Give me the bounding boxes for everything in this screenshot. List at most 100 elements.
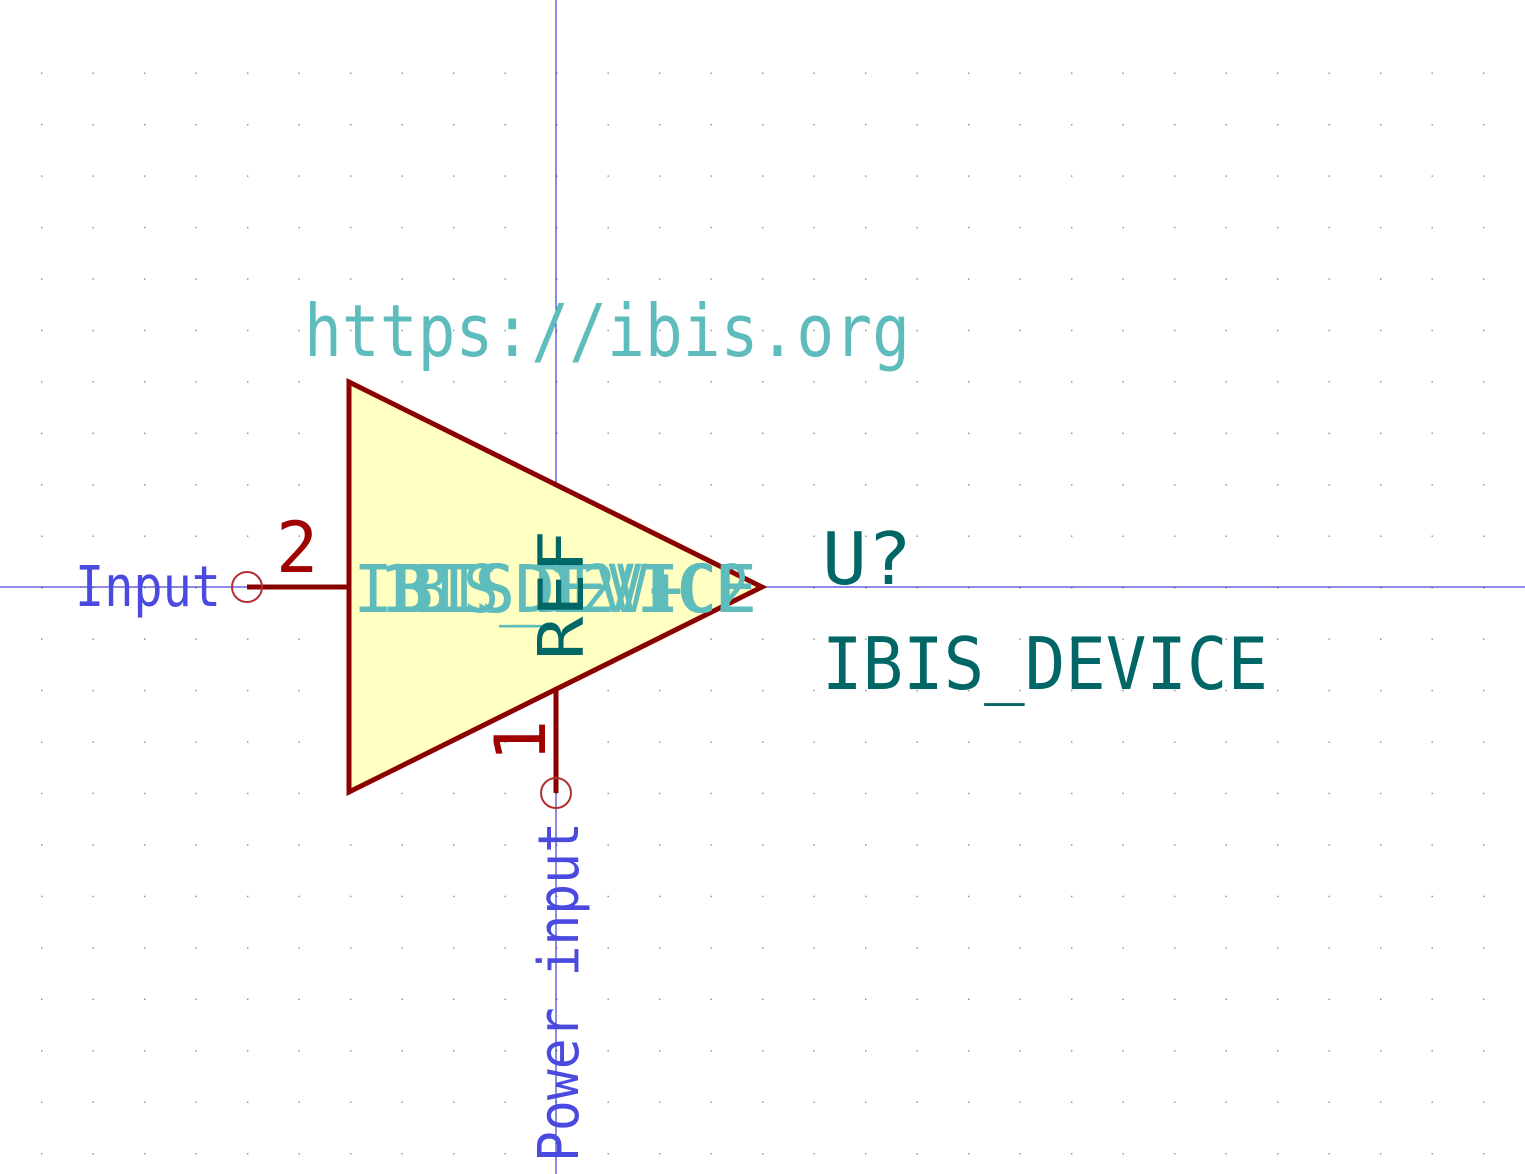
grid-dot [1225, 278, 1227, 280]
grid-dot [298, 226, 300, 229]
grid-dot [1019, 226, 1021, 229]
grid-dot [916, 175, 918, 177]
grid-dot [1380, 124, 1382, 126]
grid-dot [1431, 1101, 1433, 1103]
grid-dot [1483, 1050, 1485, 1052]
amplifier-body[interactable] [346, 377, 768, 797]
grid-dot [1122, 329, 1124, 332]
grid-dot [144, 432, 146, 434]
grid-dot [813, 226, 815, 229]
grid-dot [865, 432, 867, 434]
grid-dot [350, 175, 352, 177]
grid-dot [453, 329, 455, 332]
grid-dot [968, 1050, 970, 1052]
grid-dot [607, 381, 609, 383]
grid-dot [247, 124, 249, 126]
grid-dot [1225, 1050, 1227, 1052]
grid-dot [1071, 278, 1073, 280]
grid-dot [504, 1101, 506, 1103]
grid-dot [1122, 226, 1124, 229]
grid-dot [1019, 1153, 1021, 1155]
grid-dot [504, 792, 506, 795]
grid-dot [865, 844, 867, 846]
grid-dot [1019, 947, 1021, 949]
grid-dot [1174, 329, 1176, 332]
grid-dot [968, 226, 970, 229]
grid-dot [350, 226, 352, 229]
grid-dot [1380, 741, 1382, 743]
grid-dot [298, 124, 300, 126]
grid-dot [195, 175, 197, 177]
grid-dot [813, 1050, 815, 1052]
grid-dot [1122, 1101, 1124, 1103]
grid-dot [92, 484, 94, 486]
grid-dot [1277, 792, 1279, 795]
grid-dot [1122, 535, 1124, 537]
grid-dot [504, 741, 506, 743]
value-field[interactable]: IBIS_DEVICE [822, 622, 1268, 706]
grid-dot [865, 175, 867, 177]
grid-dot [1122, 638, 1124, 640]
reference-label-in-body[interactable]: REF [525, 530, 598, 660]
grid-dot [1122, 689, 1124, 692]
grid-dot [1380, 535, 1382, 537]
grid-dot [453, 175, 455, 177]
reference-field[interactable]: U? [822, 517, 912, 601]
grid-dot [968, 175, 970, 177]
grid-dot [1380, 792, 1382, 795]
grid-dot [865, 381, 867, 383]
grid-dot [865, 741, 867, 743]
grid-dot [710, 1153, 712, 1155]
pin-1-end-circle [540, 777, 572, 809]
grid-dot [1380, 175, 1382, 177]
grid-dot [762, 947, 764, 949]
grid-dot [1483, 1153, 1485, 1155]
hidden-field-overlay-2[interactable]: 1BIS_12V+C2 [380, 551, 750, 628]
grid-dot [1071, 381, 1073, 383]
grid-dot [453, 895, 455, 898]
grid-dot [813, 895, 815, 898]
grid-dot [1483, 792, 1485, 795]
grid-dot [195, 484, 197, 486]
grid-dot [1122, 124, 1124, 126]
grid-dot [968, 689, 970, 692]
grid-dot [1071, 844, 1073, 846]
grid-dot [1122, 998, 1124, 1000]
grid-dot [710, 432, 712, 434]
grid-dot [607, 1101, 609, 1103]
hidden-field-overlay-1[interactable]: IBISDEVICE [353, 551, 757, 628]
grid-dot [92, 947, 94, 949]
grid-dot [556, 381, 558, 383]
grid-dot [813, 998, 815, 1000]
grid-dot [247, 1101, 249, 1103]
grid-dot [1380, 844, 1382, 846]
grid-dot [1277, 689, 1279, 692]
grid-dot [1328, 432, 1330, 434]
pin-1-name: Power input [527, 822, 592, 1162]
grid-dot [1122, 741, 1124, 743]
grid-dot [1277, 226, 1279, 229]
grid-dot [1277, 844, 1279, 846]
hidden-field-overlay-3[interactable]: IBIS_DEVICE [355, 551, 751, 628]
grid-dot [401, 278, 403, 280]
grid-dot [1122, 175, 1124, 177]
grid-dot [762, 72, 764, 74]
grid-dot [1431, 741, 1433, 743]
grid-dot [1174, 1101, 1176, 1103]
grid-dot [556, 72, 558, 74]
datasheet-field[interactable]: https://ibis.org [304, 289, 910, 373]
grid-dot [1277, 741, 1279, 743]
grid-dot [1483, 587, 1485, 589]
grid-dot [916, 638, 918, 640]
grid-dot [504, 844, 506, 846]
grid-dot [247, 432, 249, 434]
grid-dot [41, 638, 43, 640]
grid-dot [865, 1101, 867, 1103]
grid-dot [556, 329, 558, 332]
grid-dot [247, 278, 249, 280]
grid-dot [92, 689, 94, 692]
grid-dot [762, 741, 764, 743]
grid-dot [144, 895, 146, 898]
grid-dot [504, 432, 506, 434]
